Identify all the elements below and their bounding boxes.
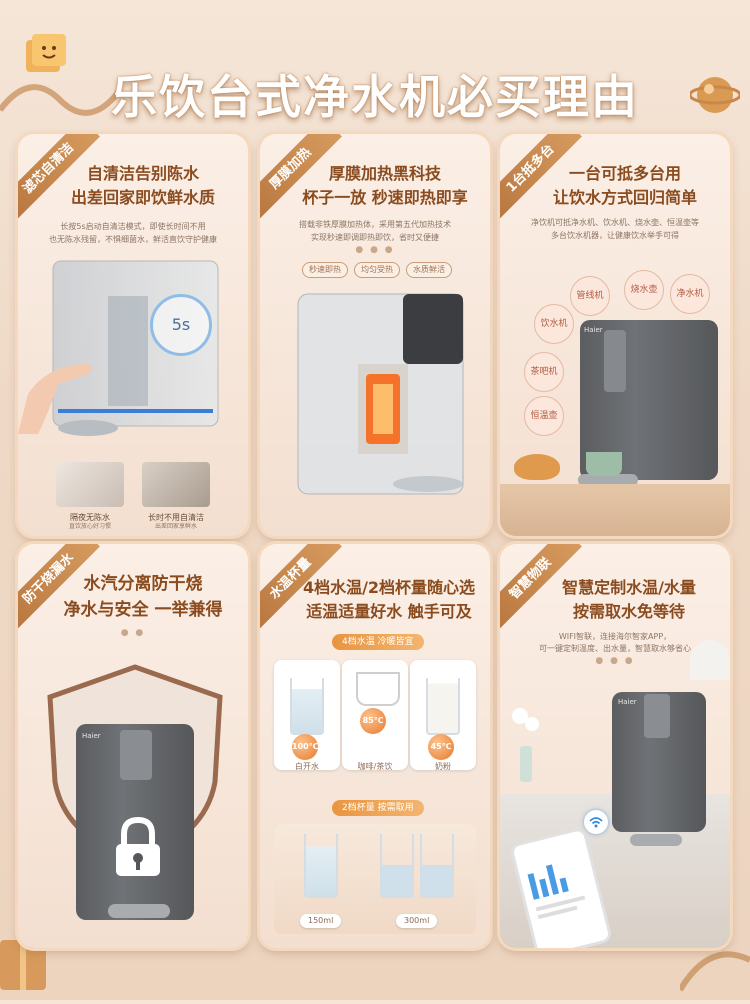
gift-box-icon: [0, 930, 50, 1000]
coffee-cup-image: [356, 672, 400, 706]
ribbon-decoration: [677, 930, 750, 1000]
gold-orb-icon: [688, 70, 742, 120]
tray-base: [630, 834, 682, 846]
wifi-icon: [584, 810, 608, 834]
temp-label: 白开水: [295, 762, 319, 771]
temp-value-badge: 85℃: [360, 708, 386, 734]
page-headline: 乐饮台式净水机必买理由: [111, 69, 639, 124]
card-title-line2: 让饮水方式回归简单: [552, 188, 697, 207]
card-title-line1: 4档水温/2档杯量随心选: [302, 578, 476, 597]
purifier-heater-image: [278, 284, 478, 514]
glass-image: [420, 834, 454, 898]
thumb1-title: 隔夜无陈水: [70, 513, 110, 522]
lamp-image: [690, 640, 730, 680]
tray-base: [108, 904, 170, 918]
card-title-line2: 按需取水免等待: [572, 602, 685, 621]
function-bubble: 烧水壶: [624, 270, 664, 310]
function-bubble: 饮水机: [534, 304, 574, 344]
function-bubble: 茶吧机: [524, 352, 564, 392]
cup-volume-label: 300ml: [396, 914, 438, 928]
feature-card-anti-dry-burn: 防干烧漏水 水汽分离防干烧 净水与安全 一举兼得 ● ● Haier: [18, 544, 248, 948]
glass-image: [290, 678, 324, 735]
card-desc-line1: 搭载非铁厚膜加热体，采用第五代加热技术: [299, 220, 451, 229]
function-bubble: 管线机: [570, 276, 610, 316]
thumb-no-stale-water: [56, 462, 124, 507]
cup-image: [586, 452, 622, 476]
brand-logo: Haier: [618, 698, 637, 706]
card-title-line1: 一台可抵多台用: [568, 164, 681, 183]
feature-pill: 秒速即热: [302, 262, 348, 278]
feature-card-smart-iot: 智慧物联 智慧定制水温/水量 按需取水免等待 WIFI智联，连接海尔智家APP，…: [500, 544, 730, 948]
card-desc-line2: 也无陈水残留，不惧细菌水，鲜活直饮守护健康: [49, 235, 217, 244]
pagination-dots: ● ● ●: [595, 656, 635, 666]
hand-image: [18, 324, 98, 434]
thumb-long-idle-clean: [142, 462, 210, 507]
pagination-dots: ● ●: [120, 628, 146, 638]
brand-logo: Haier: [82, 732, 101, 740]
tray-base: [578, 474, 638, 486]
temp-value-badge: 45℃: [428, 734, 454, 760]
croissant-image: [514, 454, 560, 480]
dispenser-spout: [120, 730, 152, 780]
table-image: [500, 484, 730, 536]
flowers-image: [506, 704, 546, 784]
card-desc-line2: 多台饮水机器，让健康饮水举手可得: [551, 231, 679, 240]
gift-box-icon: [22, 30, 68, 76]
feature-card-thick-film-heating: 厚膜加热 厚膜加热黑科技 杯子一放 秒速即热即享 搭载非铁厚膜加热体，采用第五代…: [260, 134, 490, 536]
glass-image: [380, 834, 414, 898]
feature-card-self-clean: 滤芯自清洁 自清洁告别陈水 出差回家即饮鲜水质 长按5s启动自清洁模式，即使长时…: [18, 134, 248, 536]
card-title-line2: 净水与安全 一举兼得: [63, 600, 223, 620]
card-desc-line1: 净饮机可抵净水机、饮水机、烧水壶、恒温壶等: [531, 218, 699, 227]
temp-value-badge: 100℃: [292, 734, 318, 760]
card-title-line1: 自清洁告别陈水: [86, 164, 199, 183]
dispenser-spout: [644, 694, 670, 738]
card-desc-line1: 长按5s启动自清洁模式，即使长时间不用: [60, 222, 206, 231]
pagination-dots: ● ● ●: [355, 245, 395, 255]
ribbon-decoration: [0, 70, 123, 130]
feature-card-temp-volume: 水温杯量 4档水温/2档杯量随心选 适温适量好水 触手可及 4档水温 冷暖皆宜 …: [260, 544, 490, 948]
card-desc-line1: WIFI智联，连接海尔智家APP，: [558, 632, 672, 641]
temp-label: 奶粉: [435, 762, 451, 771]
thumb2-sub: 出差回家享鲜水: [154, 523, 197, 530]
lock-icon: [110, 816, 166, 880]
milk-glass-image: [426, 678, 460, 735]
card-title-line2: 适温适量好水 触手可及: [306, 602, 472, 621]
self-clean-timer: 5s: [150, 294, 212, 356]
function-bubble: 净水机: [670, 274, 710, 314]
temp-label: 咖啡/茶饮: [357, 762, 393, 771]
purifier-transparent-image: [48, 256, 223, 441]
feature-card-multi-function: 1台抵多台 一台可抵多台用 让饮水方式回归简单 净饮机可抵净水机、饮水机、烧水壶…: [500, 134, 730, 536]
card-title-line2: 杯子一放 秒速即热即享: [302, 188, 468, 207]
thumb2-title: 长时不用自清洁: [148, 513, 204, 522]
cup-volume-label: 150ml: [300, 914, 342, 928]
function-bubble: 恒温壶: [524, 396, 564, 436]
card-title-line1: 厚膜加热黑科技: [328, 164, 441, 183]
feature-pill: 水质鲜活: [406, 262, 452, 278]
card-title-line1: 智慧定制水温/水量: [562, 578, 696, 597]
card-desc-line2: 实现秒速即调即热即饮，省时又便捷: [311, 233, 439, 242]
brand-logo: Haier: [584, 326, 603, 334]
glass-image: [304, 834, 338, 898]
dispenser-spout: [604, 330, 626, 392]
temp-levels-bar: 4档水温 冷暖皆宜: [332, 634, 424, 650]
card-desc-line2: 可一键定制温度、出水量，智慧取水够省心: [539, 644, 691, 653]
card-title-line1: 水汽分离防干烧: [83, 574, 203, 594]
card-title-line2: 出差回家即饮鲜水质: [70, 188, 215, 207]
phone-app-image: [508, 826, 614, 948]
thumb1-sub: 直饮放心好习惯: [68, 523, 111, 530]
cup-volume-bar: 2档杯量 按需取用: [332, 800, 424, 816]
feature-pill: 均匀受热: [354, 262, 400, 278]
